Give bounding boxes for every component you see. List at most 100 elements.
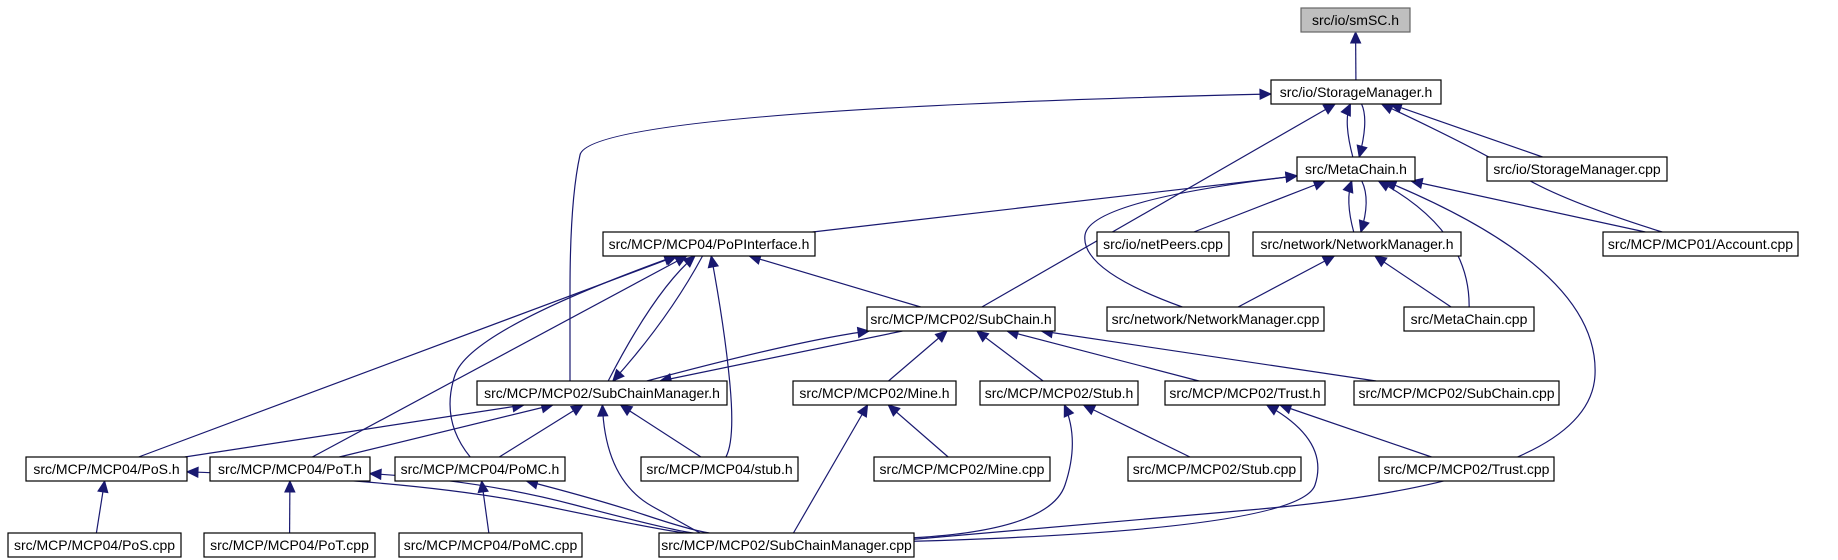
node-box-subchaincpp[interactable]: [1353, 380, 1560, 406]
node-label-netpeers: src/io/netPeers.cpp: [1103, 236, 1223, 252]
node-trust[interactable]: src/MCP/MCP02/Trust.h: [1164, 380, 1326, 406]
node-netmgrcpp[interactable]: src/network/NetworkManager.cpp: [1106, 306, 1325, 332]
arrowhead-pot-from-scmgrcpp: [368, 468, 382, 481]
edge-netmgr-to-netmgrcpp: [1237, 255, 1335, 308]
node-box-netpeers[interactable]: [1096, 231, 1230, 257]
node-label-scmgrcpp: src/MCP/MCP02/SubChainManager.cpp: [661, 537, 912, 553]
edge-popif-to-pomc: [449, 255, 676, 458]
edge-scmgr-to-subchain: [659, 330, 903, 382]
arrowhead-trust-from-scmgrcpp: [1265, 404, 1280, 416]
edge-popif-to-pot: [312, 255, 687, 458]
node-box-potcpp[interactable]: [203, 532, 376, 558]
arrowhead-subchain-from-mine: [934, 330, 948, 343]
node-label-account: src/MCP/MCP01/Account.cpp: [1608, 236, 1793, 252]
edge-storagemgr-to-storagecpp: [1390, 103, 1543, 158]
edge-scmgr-to-popif: [612, 255, 704, 382]
node-box-minecpp[interactable]: [873, 456, 1051, 482]
node-box-pomccpp[interactable]: [398, 532, 583, 558]
node-mine[interactable]: src/MCP/MCP02/Mine.h: [792, 380, 957, 406]
node-subchain[interactable]: src/MCP/MCP02/SubChain.h: [866, 306, 1056, 332]
node-box-metachain[interactable]: [1296, 156, 1416, 182]
node-box-pos[interactable]: [25, 456, 188, 482]
node-box-netmgrcpp[interactable]: [1106, 306, 1325, 332]
arrowhead-metachain-from-netpeers: [1312, 179, 1327, 191]
arrowhead-netmgr-from-metachain: [1358, 219, 1370, 234]
node-metachain[interactable]: src/MetaChain.h: [1296, 156, 1416, 182]
node-label-subchain: src/MCP/MCP02/SubChain.h: [870, 311, 1051, 327]
node-smsc[interactable]: src/io/smSC.h: [1300, 7, 1411, 33]
node-stubcpp[interactable]: src/MCP/MCP02/Stub.cpp: [1127, 456, 1302, 482]
arrowhead-mine-from-minecpp: [887, 404, 901, 417]
arrowhead-scmgr-from-popif: [612, 368, 625, 382]
node-trustcpp[interactable]: src/MCP/MCP02/Trust.cpp: [1378, 456, 1555, 482]
node-box-metachaincpp[interactable]: [1403, 306, 1535, 332]
node-box-scmgrcpp[interactable]: [658, 532, 915, 558]
edge-stubh-to-stubcpp: [1083, 404, 1191, 458]
node-box-netmgr[interactable]: [1252, 231, 1462, 257]
node-box-pomc[interactable]: [394, 456, 566, 482]
node-label-stubcpp: src/MCP/MCP02/Stub.cpp: [1133, 461, 1297, 477]
node-pomccpp[interactable]: src/MCP/MCP04/PoMC.cpp: [398, 532, 583, 558]
node-box-stubcpp[interactable]: [1127, 456, 1302, 482]
arrowhead-pos-from-poscpp: [97, 479, 109, 494]
node-stub04[interactable]: src/MCP/MCP04/stub.h: [640, 456, 799, 482]
arrowhead-metachain-from-netmgr: [1342, 179, 1354, 194]
node-label-potcpp: src/MCP/MCP04/PoT.cpp: [210, 537, 369, 553]
node-box-pot[interactable]: [209, 456, 371, 482]
node-label-popif: src/MCP/MCP04/PoPInterface.h: [609, 236, 810, 252]
arrowhead-storagemgr-from-account: [1380, 103, 1395, 115]
node-pos[interactable]: src/MCP/MCP04/PoS.h: [25, 456, 188, 482]
node-box-stub04[interactable]: [640, 456, 799, 482]
edge-metachain-to-account: [1410, 180, 1646, 233]
node-label-subchaincpp: src/MCP/MCP02/SubChain.cpp: [1358, 385, 1554, 401]
node-box-poscpp[interactable]: [7, 532, 182, 558]
node-minecpp[interactable]: src/MCP/MCP02/Mine.cpp: [873, 456, 1051, 482]
node-label-stub04: src/MCP/MCP04/stub.h: [646, 461, 792, 477]
node-pomc[interactable]: src/MCP/MCP04/PoMC.h: [394, 456, 566, 482]
node-box-trust[interactable]: [1164, 380, 1326, 406]
node-metachaincpp[interactable]: src/MetaChain.cpp: [1403, 306, 1535, 332]
node-label-pomccpp: src/MCP/MCP04/PoMC.cpp: [404, 537, 578, 553]
node-account[interactable]: src/MCP/MCP01/Account.cpp: [1602, 231, 1799, 257]
node-box-account[interactable]: [1602, 231, 1799, 257]
node-box-trustcpp[interactable]: [1378, 456, 1555, 482]
arrowhead-subchain-from-stubh: [975, 330, 990, 343]
node-stubh[interactable]: src/MCP/MCP02/Stub.h: [979, 380, 1139, 406]
node-scmgrcpp[interactable]: src/MCP/MCP02/SubChainManager.cpp: [658, 532, 915, 558]
node-potcpp[interactable]: src/MCP/MCP04/PoT.cpp: [203, 532, 376, 558]
node-label-pos: src/MCP/MCP04/PoS.h: [33, 461, 179, 477]
node-box-smsc[interactable]: [1300, 7, 1411, 33]
edge-pomc-to-scmgrcpp: [526, 480, 710, 534]
node-subchaincpp[interactable]: src/MCP/MCP02/SubChain.cpp: [1353, 380, 1560, 406]
node-box-scmgr[interactable]: [476, 380, 728, 406]
node-label-metachain: src/MetaChain.h: [1305, 161, 1407, 177]
arrowhead-netmgr-from-metachaincpp: [1373, 255, 1388, 268]
node-box-subchain[interactable]: [866, 306, 1056, 332]
node-scmgr[interactable]: src/MCP/MCP02/SubChainManager.h: [476, 380, 728, 406]
arrowhead-metachain-from-storagemgr: [1356, 144, 1368, 159]
arrowhead-stubh-from-scmgrcpp: [1063, 403, 1075, 418]
node-box-mine[interactable]: [792, 380, 957, 406]
edge-netmgr-to-metachaincpp: [1374, 255, 1452, 308]
node-label-storagemgr: src/io/StorageManager.h: [1280, 84, 1433, 100]
node-label-netmgr: src/network/NetworkManager.h: [1261, 236, 1454, 252]
node-box-stubh[interactable]: [979, 380, 1139, 406]
node-pot[interactable]: src/MCP/MCP04/PoT.h: [209, 456, 371, 482]
node-label-netmgrcpp: src/network/NetworkManager.cpp: [1112, 311, 1320, 327]
node-box-storagemgr[interactable]: [1270, 79, 1442, 105]
node-storagemgr[interactable]: src/io/StorageManager.h: [1270, 79, 1442, 105]
node-netpeers[interactable]: src/io/netPeers.cpp: [1096, 231, 1230, 257]
node-popif[interactable]: src/MCP/MCP04/PoPInterface.h: [602, 231, 816, 257]
node-storagecpp[interactable]: src/io/StorageManager.cpp: [1486, 156, 1668, 182]
node-netmgr[interactable]: src/network/NetworkManager.h: [1252, 231, 1462, 257]
arrowhead-storagemgr-from-subchain: [1322, 103, 1337, 115]
edge-scmgr-to-pomc: [498, 404, 584, 458]
edge-subchain-to-subchaincpp: [1041, 330, 1377, 382]
edge-scmgr-to-pos: [184, 404, 524, 458]
edge-metachain-to-netpeers: [1193, 180, 1326, 233]
node-box-storagecpp[interactable]: [1486, 156, 1668, 182]
node-box-popif[interactable]: [602, 231, 816, 257]
node-label-trustcpp: src/MCP/MCP02/Trust.cpp: [1384, 461, 1550, 477]
node-poscpp[interactable]: src/MCP/MCP04/PoS.cpp: [7, 532, 182, 558]
arrowhead-scmgr-from-stub04: [619, 404, 634, 417]
